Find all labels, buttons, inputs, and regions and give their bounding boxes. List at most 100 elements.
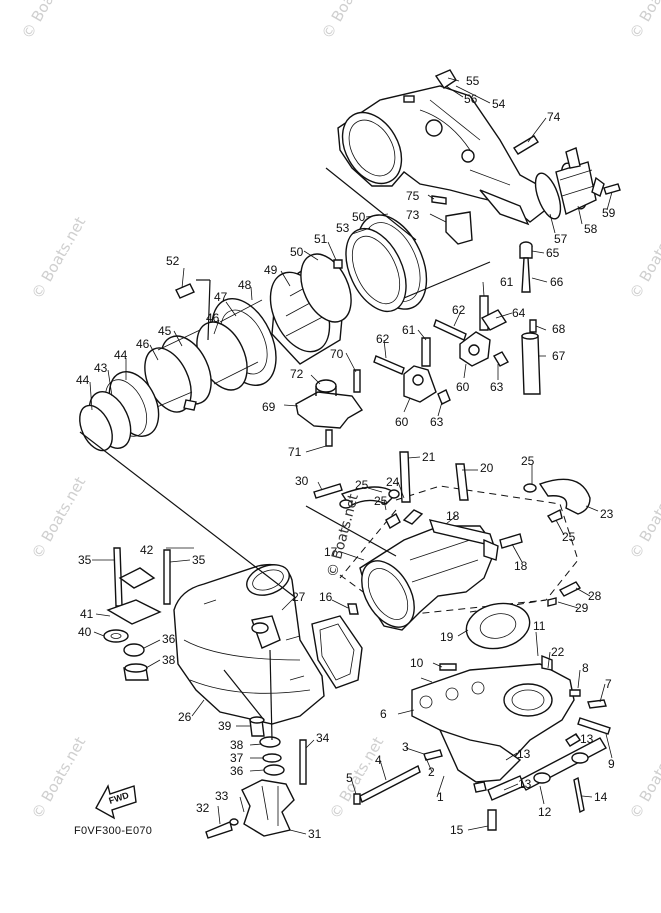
- callout-1: 1: [437, 790, 444, 804]
- callout-18: 18: [514, 559, 528, 573]
- bottom-mount-stack: [205, 716, 307, 839]
- bolts-top: [431, 135, 621, 245]
- callout-45: 45: [158, 324, 172, 338]
- hose-23: [339, 478, 591, 523]
- callout-52: 52: [166, 254, 180, 268]
- callout-57: 57: [554, 232, 568, 246]
- callout-44: 44: [114, 348, 128, 362]
- callout-11: 11: [533, 619, 546, 633]
- callout-13: 13: [580, 732, 594, 746]
- callout-25: 25: [374, 494, 388, 508]
- callout-23: 23: [600, 507, 614, 521]
- watermark: © Boats.net: [326, 734, 387, 822]
- callout-26: 26: [178, 710, 192, 724]
- callout-19: 19: [440, 630, 454, 644]
- callout-70: 70: [330, 347, 344, 361]
- parts-2-4-5: [353, 749, 443, 805]
- callout-61: 61: [500, 275, 514, 289]
- callout-39: 39: [218, 719, 232, 733]
- callout-49: 49: [264, 263, 278, 277]
- callout-15: 15: [450, 823, 464, 837]
- callout-17: 17: [324, 545, 338, 559]
- callout-67: 67: [552, 349, 566, 363]
- callout-labels: 1 2 3 4 5 6 7 8 9 10 11 12 13 13 13 14 1…: [76, 74, 616, 841]
- callout-56: 56: [464, 92, 478, 106]
- mounts-60-63: [373, 295, 509, 405]
- callout-48: 48: [238, 278, 252, 292]
- callout-24: 24: [386, 475, 400, 489]
- exhaust-hose-joint: [534, 147, 605, 220]
- callout-73: 73: [406, 208, 420, 222]
- callout-40: 40: [78, 625, 92, 639]
- mount-bracket-69: [295, 369, 364, 447]
- exhaust-manifold: [411, 654, 611, 783]
- callout-62: 62: [376, 332, 390, 346]
- watermark: © Boats.net: [28, 214, 89, 302]
- callout-44: 44: [76, 373, 90, 387]
- callout-55: 55: [466, 74, 480, 88]
- callout-32: 32: [196, 801, 210, 815]
- callout-38: 38: [230, 738, 244, 752]
- intake-duct-17: [359, 509, 499, 631]
- callout-50: 50: [352, 210, 366, 224]
- watermark: © Boats.net: [318, 0, 379, 42]
- gaskets-50-53: [345, 214, 428, 313]
- callout-9: 9: [608, 757, 615, 771]
- callout-46: 46: [136, 337, 150, 351]
- watermark: © Boats.net: [28, 474, 89, 562]
- callout-29: 29: [575, 601, 589, 615]
- watermark: © Boats.net: [626, 734, 661, 822]
- callout-65: 65: [546, 246, 560, 260]
- callout-13: 13: [517, 747, 531, 761]
- callout-66: 66: [550, 275, 564, 289]
- callout-43: 43: [94, 361, 108, 375]
- callout-41: 41: [80, 607, 94, 621]
- callout-25: 25: [562, 530, 576, 544]
- callout-47: 47: [214, 290, 228, 304]
- callout-38: 38: [162, 653, 176, 667]
- exhaust-pipe-49: [269, 253, 352, 365]
- callout-13: 13: [518, 777, 532, 791]
- leader-lines: [79, 77, 613, 835]
- bolts-misc: [175, 259, 343, 299]
- callout-2: 2: [428, 765, 435, 779]
- callout-68: 68: [552, 322, 566, 336]
- callout-60: 60: [395, 415, 409, 429]
- callout-36: 36: [230, 764, 244, 778]
- callout-36: 36: [162, 632, 176, 646]
- callout-35: 35: [192, 553, 206, 567]
- callout-72: 72: [290, 367, 304, 381]
- callout-37: 37: [230, 751, 244, 765]
- callout-69: 69: [262, 400, 276, 414]
- callout-6: 6: [380, 707, 387, 721]
- watermark: © Boats.net: [18, 0, 79, 42]
- callout-64: 64: [512, 306, 526, 320]
- hose-clamps: [79, 329, 212, 452]
- watermark: © Boats.net: [626, 474, 661, 562]
- callout-14: 14: [594, 790, 608, 804]
- diagram-code: F0VF300-E070: [74, 825, 152, 837]
- callout-53: 53: [336, 221, 350, 235]
- watermark: © Boats.net: [626, 214, 661, 302]
- callout-35: 35: [78, 553, 92, 567]
- callout-4: 4: [375, 753, 382, 767]
- callout-46: 46: [206, 311, 220, 325]
- callout-30: 30: [295, 474, 309, 488]
- callout-18: 18: [446, 509, 460, 523]
- callout-25: 25: [521, 454, 535, 468]
- callout-59: 59: [602, 206, 616, 220]
- callout-3: 3: [402, 740, 409, 754]
- callout-60: 60: [456, 380, 470, 394]
- parts-65-68: [519, 241, 541, 395]
- callout-33: 33: [215, 789, 229, 803]
- callout-63: 63: [430, 415, 444, 429]
- callout-51: 51: [314, 232, 328, 246]
- fwd-arrow: FWD: [95, 784, 137, 820]
- callout-10: 10: [410, 656, 424, 670]
- callout-71: 71: [288, 445, 302, 459]
- watermark: © Boats.net: [28, 734, 89, 822]
- callout-31: 31: [308, 827, 322, 841]
- callout-12: 12: [538, 805, 552, 819]
- callout-25: 25: [355, 478, 369, 492]
